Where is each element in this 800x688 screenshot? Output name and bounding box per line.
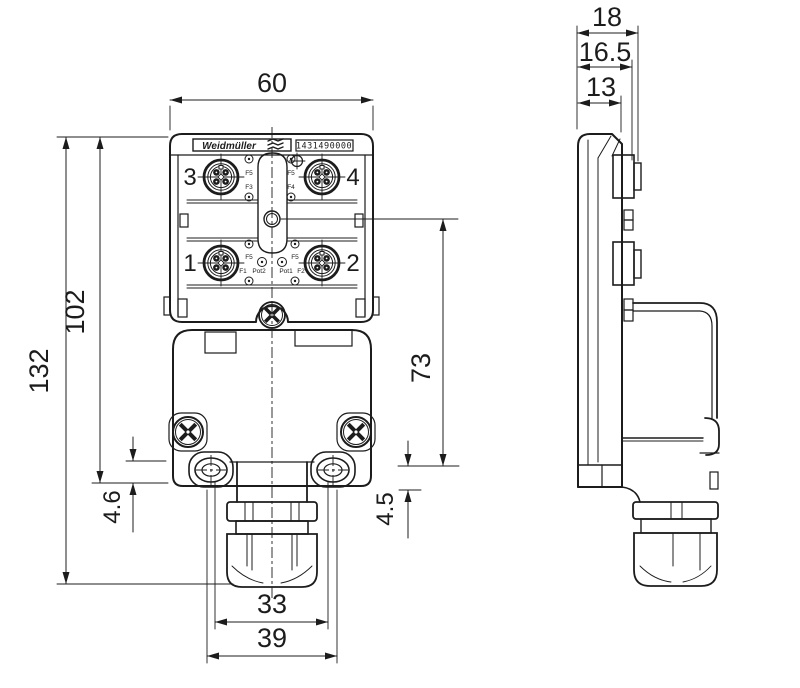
mount-ear-right [310, 451, 356, 488]
port-number-4: 4 [346, 164, 359, 191]
led-label: F2 [297, 268, 305, 275]
dim-depth-16-5: 16.5 [577, 37, 633, 161]
dim-value-60: 60 [257, 68, 287, 98]
led-label: F5 [245, 170, 253, 177]
mount-slot-left [194, 455, 228, 486]
corner-screw-right-icon [340, 416, 372, 448]
dim-width-60: 60 [169, 68, 374, 131]
dim-value-33: 33 [257, 589, 287, 619]
side-body-outline [577, 133, 623, 488]
mount-slot-right [316, 455, 350, 486]
dimensions: 60 132 102 4.6 [24, 2, 639, 664]
dim-height-132: 132 [24, 136, 234, 585]
port-number-3: 3 [183, 164, 196, 191]
base-tab-left [204, 331, 237, 354]
side-connector-upper [612, 154, 635, 199]
led-cluster-bottom: F5 F5 F1 Pot2 Pot1 F2 [239, 239, 305, 286]
side-connector-lower [612, 241, 635, 286]
dim-offset-4-6: 4.6 [99, 436, 167, 533]
led-label: F4 [287, 184, 295, 191]
m12-socket-port1 [197, 239, 245, 287]
m12-socket-port2 [298, 239, 346, 287]
front-upper-housing-outline [169, 133, 374, 323]
m12-socket-port4 [298, 153, 346, 201]
dim-value-13: 13 [586, 72, 616, 102]
dim-value-4-5: 4.5 [372, 492, 399, 525]
dim-value-16-5: 16.5 [579, 37, 632, 67]
led-label: F5 [287, 170, 295, 177]
dim-depth-13: 13 [577, 72, 622, 133]
dim-hole-73: 73 [280, 218, 460, 467]
port-number-2: 2 [346, 250, 359, 277]
screw-boss-left [168, 412, 208, 452]
cable-gland-side [632, 501, 719, 587]
brand-label: Weidmüller [202, 141, 257, 152]
dim-value-4-6: 4.6 [99, 490, 126, 523]
potentiometer-hole-left [257, 257, 267, 267]
potentiometer-hole-right [277, 257, 287, 267]
side-chamfer-2 [611, 138, 621, 157]
pot-label-left: Pot2 [252, 268, 266, 275]
dim-slots-39: 39 [206, 489, 338, 664]
front-view: Weidmüller 1431490000 [163, 127, 380, 600]
dim-depth-18: 18 [576, 2, 639, 162]
side-nub-4 [623, 309, 634, 322]
mount-ear-left [188, 451, 234, 488]
dim-value-102: 102 [60, 289, 90, 334]
led-label: F3 [245, 184, 253, 191]
dim-value-18: 18 [592, 2, 622, 32]
part-number-plate [295, 139, 354, 152]
front-base-outline [172, 329, 372, 487]
dim-value-132: 132 [24, 348, 54, 393]
weidmueller-logo-mark [267, 138, 284, 150]
side-connector-upper-nub [633, 162, 642, 191]
pot-label-right: Pot1 [279, 268, 293, 275]
side-chamfer-1 [597, 135, 612, 159]
led-label: F1 [239, 268, 247, 275]
side-connector-lower-nub [633, 249, 642, 279]
side-nub-1 [623, 209, 634, 221]
led-cluster-top: F5 F3 F5 F4 [244, 154, 296, 202]
base-tab-right [294, 329, 353, 347]
port-number-1: 1 [183, 250, 196, 277]
central-slot [257, 152, 288, 254]
screw-boss-right [336, 412, 376, 452]
side-nub-3 [623, 298, 634, 311]
side-view [577, 133, 720, 587]
corner-screw-left-icon [172, 416, 204, 448]
brand-label-plate [192, 138, 292, 152]
dim-height-102: 102 [60, 136, 169, 484]
side-base [577, 302, 720, 503]
dim-value-73: 73 [406, 353, 436, 383]
housing-latches [163, 213, 380, 318]
m12-socket-port3 [197, 153, 245, 201]
top-center-screw-icon [288, 152, 306, 170]
dim-slots-33: 33 [214, 481, 329, 630]
led-label: F5 [245, 254, 253, 261]
led-label: F5 [291, 254, 299, 261]
dim-value-39: 39 [257, 623, 287, 653]
side-nub-2 [623, 219, 634, 231]
dim-offset-4-5: 4.5 [372, 440, 422, 539]
part-number: 1431490000 [296, 142, 352, 152]
